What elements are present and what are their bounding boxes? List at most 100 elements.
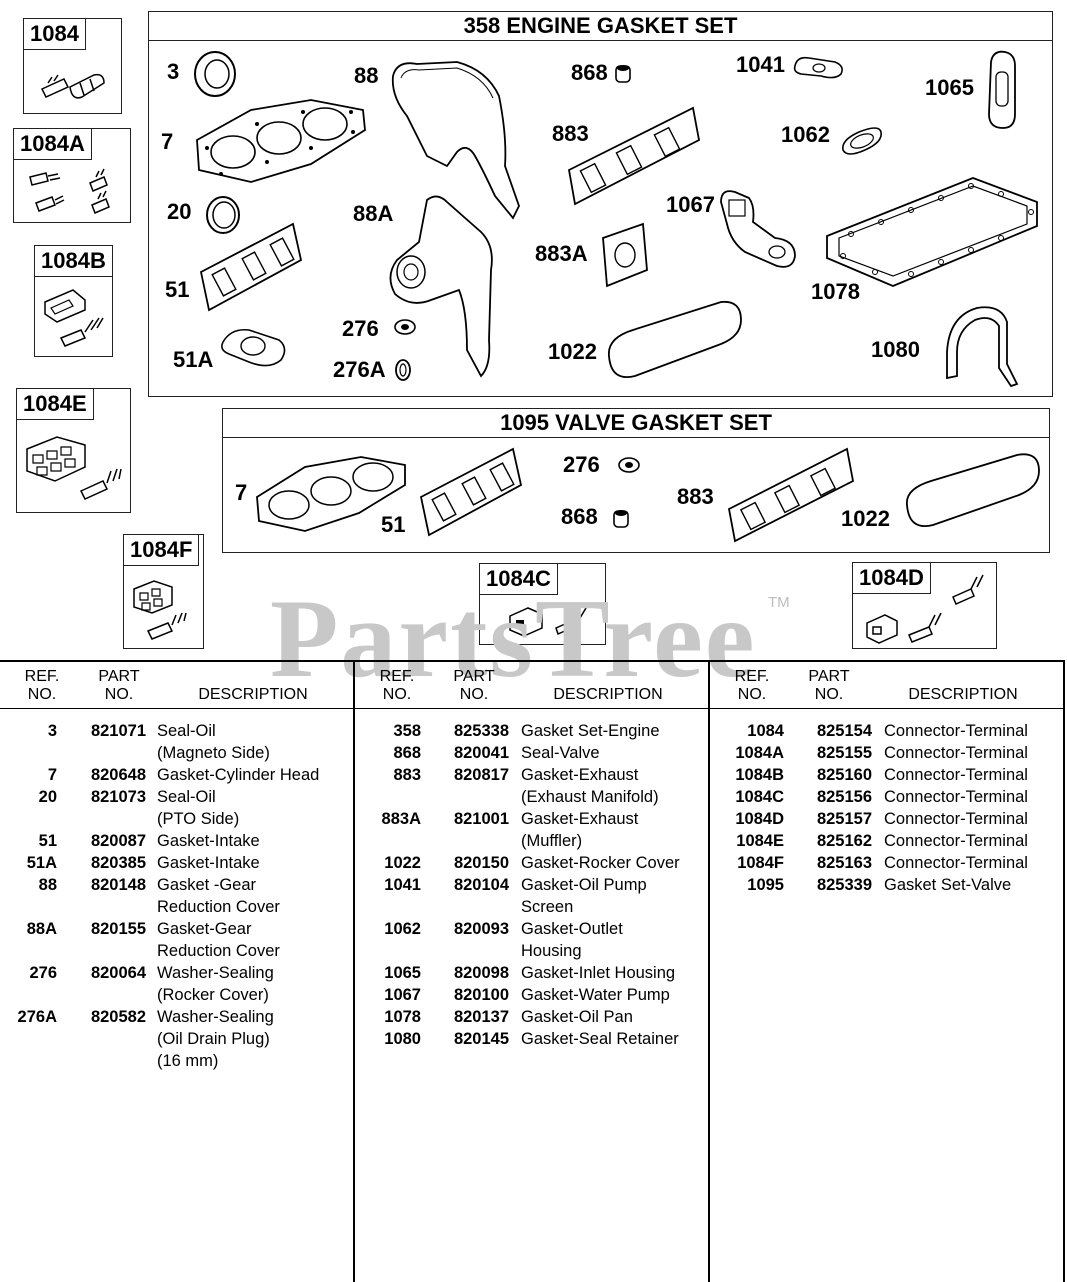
description-cell: Gasket-Water Pump [521, 986, 670, 1004]
description-cell: Seal-Oil [157, 788, 216, 806]
exhaust-manifold-gasket-icon [567, 106, 701, 206]
description-cell: Gasket-Inlet Housing [521, 964, 676, 982]
ref-no-cell: 276A [17, 1008, 57, 1026]
part-no-cell: 820582 [90, 1008, 146, 1026]
terminal-connector-icon [40, 73, 105, 99]
callout-883a: 883A [535, 241, 588, 266]
callout-88: 88 [354, 63, 379, 88]
ref-no-cell: 20 [38, 788, 57, 806]
callout-1022: 1022 [548, 339, 597, 364]
part-no-cell: 820098 [453, 964, 509, 982]
exhaust-manifold-gasket-icon [727, 447, 855, 543]
valve-seal-icon [615, 65, 631, 83]
table-row: 883A 821001 Gasket-Exhaust [355, 808, 708, 830]
description-cell: Connector-Terminal [884, 832, 1028, 850]
intake-gasket-icon [199, 222, 303, 312]
part-no-cell: 825339 [816, 876, 872, 894]
ref-no-cell: 868 [393, 744, 421, 762]
valve-seal-icon [613, 510, 629, 528]
table-row: (Oil Drain Plug) [0, 1028, 353, 1050]
connector-1084b-label: 1084B [35, 246, 113, 277]
part-no-cell: 820385 [90, 854, 146, 872]
description-cell: Reduction Cover [157, 942, 280, 960]
callout-868: 868 [571, 60, 608, 85]
description-cell: Connector-Terminal [884, 854, 1028, 872]
table-row: 1080 820145 Gasket-Seal Retainer [355, 1028, 708, 1050]
sealing-washer-icon [394, 319, 416, 335]
part-no-cell: 820145 [453, 1030, 509, 1048]
ref-no-cell: 1080 [384, 1030, 421, 1048]
description-cell: Connector-Terminal [884, 722, 1028, 740]
table-row: 51 820087 Gasket-Intake [0, 830, 353, 852]
connector-1084e-label: 1084E [17, 389, 94, 420]
ref-no-cell: 276 [29, 964, 57, 982]
table-row: 1065 820098 Gasket-Inlet Housing [355, 962, 708, 984]
callout-51: 51 [165, 277, 190, 302]
connector-1084c-box: 1084C [479, 563, 606, 645]
description-cell: (Oil Drain Plug) [157, 1030, 270, 1048]
part-no-cell: 820155 [90, 920, 146, 938]
connector-1084a-box: 1084A [13, 128, 131, 223]
part-no-cell: 821071 [90, 722, 146, 740]
cylinder-head-gasket-icon [196, 99, 366, 183]
muffler-gasket-icon [602, 222, 648, 288]
part-no-cell: 821001 [453, 810, 509, 828]
oil-pan-gasket-icon [826, 177, 1038, 287]
ref-no-header: REF.NO. [24, 668, 60, 703]
connector-1084f-box: 1084F [123, 534, 204, 649]
ref-no-cell: 1065 [384, 964, 421, 982]
table-row: Reduction Cover [0, 896, 353, 918]
description-cell: Gasket-Exhaust [521, 810, 639, 828]
description-cell: Gasket-Intake [157, 832, 260, 850]
part-no-cell: 820087 [90, 832, 146, 850]
part-no-cell: 825163 [816, 854, 872, 872]
ref-no-cell: 883A [381, 810, 421, 828]
connector-1084d-label: 1084D [853, 563, 931, 594]
seal-retainer-gasket-icon [946, 306, 1019, 388]
sealing-washer-icon [395, 359, 411, 381]
callout-1067: 1067 [666, 192, 715, 217]
ref-no-cell: 1084A [735, 744, 784, 762]
table-header-rule [0, 708, 1065, 709]
part-no-cell: 820817 [453, 766, 509, 784]
part-no-cell: 820064 [90, 964, 146, 982]
callout-883: 883 [552, 121, 589, 146]
part-no-cell: 825156 [816, 788, 872, 806]
connector-1084e-box: 1084E [16, 388, 131, 513]
callout-1065: 1065 [925, 75, 974, 100]
ref-no-cell: 51 [38, 832, 57, 850]
callout-1022: 1022 [841, 506, 890, 531]
callout-276: 276 [563, 452, 600, 477]
table-row: (Exhaust Manifold) [355, 786, 708, 808]
table-row: (Rocker Cover) [0, 984, 353, 1006]
description-cell: Gasket-Seal Retainer [521, 1030, 679, 1048]
ref-no-cell: 1084 [747, 722, 784, 740]
engine-gasket-set-title: 358 ENGINE GASKET SET [149, 12, 1052, 41]
callout-1041: 1041 [736, 52, 785, 77]
ref-no-cell: 1084D [735, 810, 784, 828]
table-row: Screen [355, 896, 708, 918]
ref-no-cell: 883 [393, 766, 421, 784]
oil-pump-screen-gasket-icon [793, 56, 843, 79]
description-cell: Gasket-Gear [157, 920, 252, 938]
connector-1084d-box: 1084D [852, 562, 997, 649]
intake-gasket-icon [419, 447, 523, 537]
intake-gasket-icon [221, 328, 286, 367]
connector-1084-label: 1084 [24, 19, 86, 50]
description-cell: (Exhaust Manifold) [521, 788, 659, 806]
oil-seal-icon [206, 196, 240, 234]
